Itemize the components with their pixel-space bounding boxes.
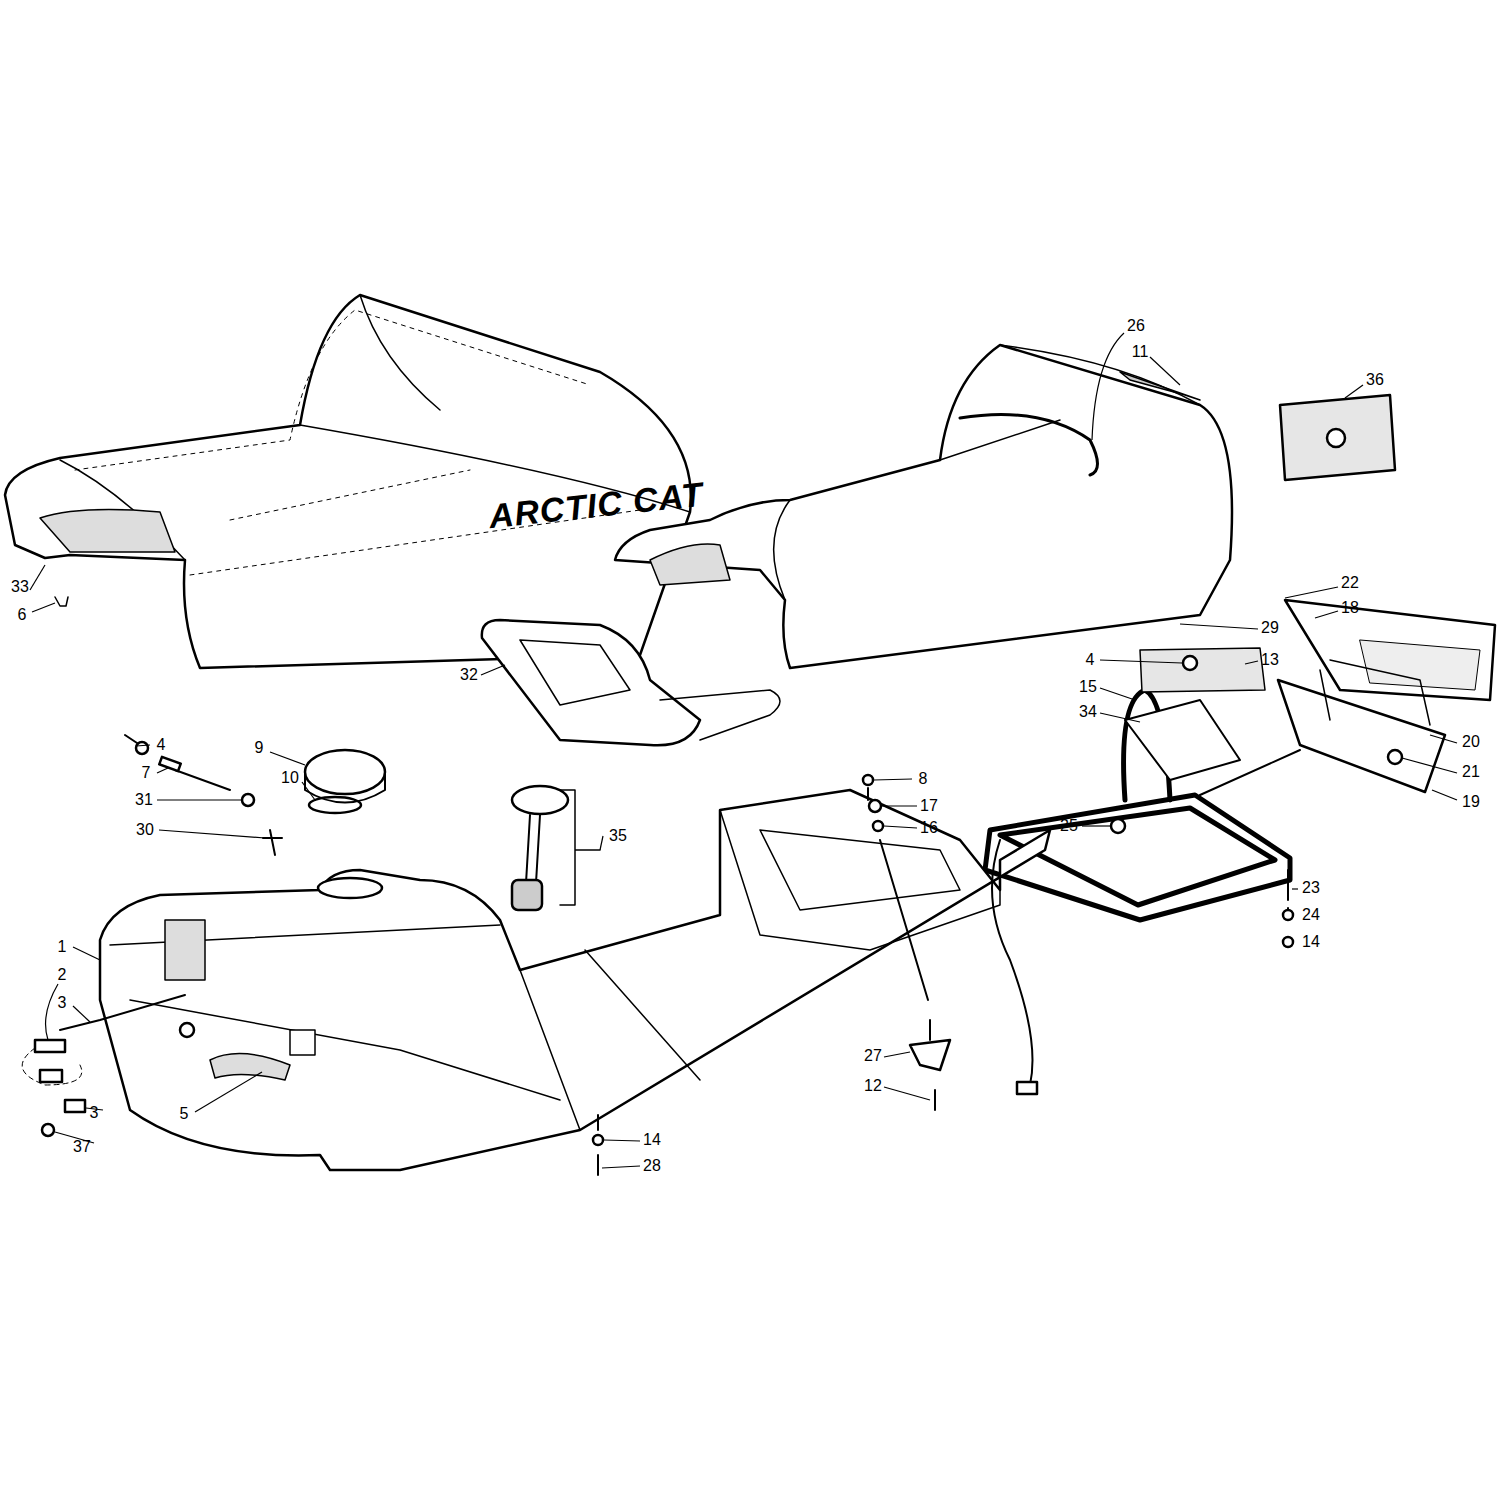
callout-number: 16	[920, 820, 938, 836]
callout-number: 26	[1127, 318, 1145, 334]
callout-number: 35	[609, 828, 627, 844]
seat-assembly	[615, 345, 1232, 668]
callout-number: 18	[1341, 600, 1359, 616]
callout-number: 20	[1462, 734, 1480, 750]
callout-number: 23	[1302, 880, 1320, 896]
callout-number: 33	[11, 579, 29, 595]
callout-number: 3	[58, 995, 67, 1011]
callout-number: 8	[919, 771, 928, 787]
callout-number: 2	[58, 967, 67, 983]
callout-number: 29	[1261, 620, 1279, 636]
seat-base	[482, 620, 700, 745]
callout-number: 3	[90, 1105, 99, 1121]
taillight-housing	[1285, 600, 1495, 700]
reflector-strip	[1140, 648, 1265, 692]
callout-number: 37	[73, 1139, 91, 1155]
callout-number: 15	[1079, 679, 1097, 695]
callout-number: 22	[1341, 575, 1359, 591]
callout-number: 30	[136, 822, 154, 838]
callout-number: 9	[255, 740, 264, 756]
foam-block	[1280, 395, 1395, 480]
callout-number: 7	[142, 765, 151, 781]
callout-number: 14	[1302, 934, 1320, 950]
callout-number: 24	[1302, 907, 1320, 923]
callout-number: 14	[643, 1132, 661, 1148]
callout-number: 11	[1132, 344, 1149, 360]
gasket	[309, 797, 361, 813]
fuel-tank	[100, 790, 1050, 1170]
callout-number: 31	[135, 792, 153, 808]
callout-number: 1	[58, 939, 67, 955]
callout-number: 36	[1366, 372, 1384, 388]
callout-number: 27	[864, 1048, 882, 1064]
callout-number: 28	[643, 1158, 661, 1174]
callout-number: 6	[18, 607, 27, 623]
fuel-cap	[305, 750, 385, 794]
callout-number: 10	[281, 770, 299, 786]
callout-number: 5	[180, 1106, 189, 1122]
callout-number: 34	[1079, 704, 1097, 720]
callout-number: 32	[460, 667, 478, 683]
callout-number: 19	[1462, 794, 1480, 810]
taillight-lens	[1278, 680, 1445, 792]
callout-number: 4	[157, 737, 166, 753]
callout-number: 4	[1086, 652, 1095, 668]
seat-cover	[5, 295, 691, 668]
callout-number: 25	[1060, 818, 1078, 834]
callout-number: 21	[1462, 764, 1480, 780]
callout-number: 17	[920, 798, 938, 814]
callout-number: 13	[1261, 652, 1279, 668]
callout-number: 12	[864, 1078, 882, 1094]
